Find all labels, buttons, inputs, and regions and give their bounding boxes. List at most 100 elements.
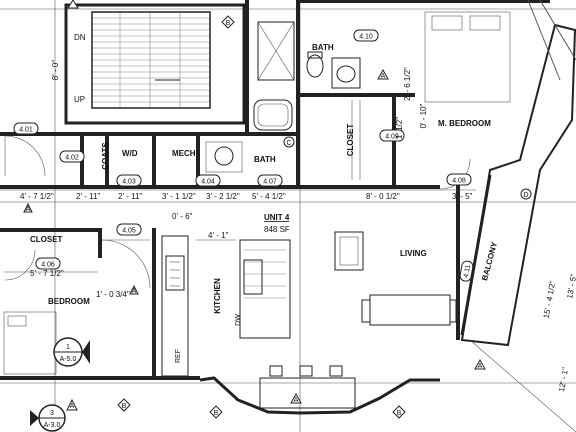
grid-b-marker: B [117,398,131,412]
svg-text:4.05: 4.05 [122,228,136,235]
svg-text:0' - 10": 0' - 10" [419,103,428,128]
unit-title: UNIT 4 848 SF [264,213,290,234]
grid-b-marker: B [392,405,406,419]
grid-a-marker: A [129,284,139,295]
svg-text:15' - 4 1/2": 15' - 4 1/2" [542,280,558,319]
tag-4-11: 4.11 [459,260,474,282]
svg-text:4.01: 4.01 [19,127,33,134]
svg-text:3' - 5": 3' - 5" [452,192,473,201]
svg-text:A: A [70,403,75,410]
grid-a-marker: A [474,358,486,370]
svg-text:4.06: 4.06 [41,262,55,269]
room-labels: BATH M. BEDROOM COATS W/D MECH BATH CLOS… [30,43,499,363]
svg-text:8' - 0 1/2": 8' - 0 1/2" [366,192,400,201]
grid-a-marker: A [66,398,78,411]
grid-d-marker [67,0,79,9]
stair-up-label: UP [74,95,85,104]
tag-4-07: 4.07 [257,174,283,187]
room-tags: 4.10 4.01 4.02 4.03 4.04 4.07 4.09 4.08 … [13,29,474,282]
balcony-label: BALCONY [480,240,499,281]
ref-label: REF [175,349,182,363]
mbedroom-label: M. BEDROOM [438,119,491,128]
svg-text:4.09: 4.09 [385,134,399,141]
bay-window [199,376,440,415]
svg-text:8' - 0": 8' - 0" [51,60,60,81]
svg-text:A-3.0: A-3.0 [44,422,61,429]
balcony [460,0,576,432]
tag-4-10: 4.10 [353,29,379,42]
svg-text:D: D [523,192,528,199]
svg-text:B: B [226,20,231,27]
svg-text:4.03: 4.03 [122,179,136,186]
unit-area-text: 848 SF [264,225,290,234]
grid-b-marker: B [209,405,223,419]
range-icon [165,255,185,291]
grid-d-marker: D [520,188,532,200]
svg-text:3: 3 [50,410,54,417]
grid-b-marker: B [221,15,235,29]
svg-text:4' - 1": 4' - 1" [208,231,229,240]
grid-markers: B A C D A A A B B A B A [23,0,532,419]
svg-text:A: A [26,206,31,213]
kitchen [161,235,291,377]
closet-right-label: CLOSET [346,124,355,157]
svg-text:4.11: 4.11 [463,264,472,278]
tag-4-08: 4.08 [446,173,472,186]
toilet-icon [306,54,324,78]
bed-icon [424,11,511,103]
svg-text:A: A [381,73,386,80]
svg-text:A: A [478,363,483,370]
bath-top-label: BATH [312,43,334,52]
grid-a-marker: A [23,202,33,213]
svg-text:C: C [286,140,291,147]
closet-right [351,100,361,180]
tag-4-05: 4.05 [116,223,142,236]
tub-icon [253,99,293,131]
svg-text:B: B [214,410,219,417]
grid-c-marker: C [283,136,295,148]
svg-text:B: B [122,403,127,410]
svg-text:A: A [294,397,299,404]
svg-text:1' 1/2": 1' 1/2" [395,117,404,139]
svg-text:4.02: 4.02 [65,155,79,162]
coats-label: COATS [101,142,110,170]
living-furniture [259,231,457,409]
unit-title-text: UNIT 4 [264,213,290,222]
tag-4-09: 4.09 [379,129,405,142]
bed-icon [3,311,57,375]
svg-text:A-5.0: A-5.0 [60,356,77,363]
svg-text:1: 1 [66,344,70,351]
svg-text:13' - 5": 13' - 5" [565,273,576,299]
tag-4-03: 4.03 [116,174,142,187]
svg-text:4.07: 4.07 [263,179,277,186]
closet-left-label: CLOSET [30,235,63,244]
mech-label: MECH [172,149,196,158]
svg-text:4.04: 4.04 [201,179,215,186]
svg-text:2' - 11": 2' - 11" [76,192,100,201]
tag-4-02: 4.02 [59,150,85,163]
svg-text:12' - 1": 12' - 1" [557,366,570,392]
living-label: LIVING [400,249,427,258]
svg-text:1' - 0 3/4": 1' - 0 3/4" [96,290,130,299]
svg-text:4' - 7 1/2": 4' - 7 1/2" [20,192,54,201]
grid-a-marker: A [377,68,389,80]
svg-text:4.08: 4.08 [452,178,466,185]
tag-4-06: 4.06 [35,257,61,270]
sink-icon [331,57,361,89]
svg-text:B: B [397,410,402,417]
section-marker-3: 3 A-3.0 [30,404,66,432]
grid-a-marker: A [290,392,302,404]
tag-4-04: 4.04 [195,174,221,187]
svg-text:A: A [132,288,137,295]
svg-text:4.10: 4.10 [359,34,373,41]
kitchen-label: KITCHEN [213,278,222,314]
bath-mid [205,99,293,173]
svg-text:5' - 4 1/2": 5' - 4 1/2" [252,192,286,201]
dw-label: DW [235,314,242,326]
svg-text:2' - 6 1/2": 2' - 6 1/2" [403,67,412,101]
svg-text:3' - 2 1/2": 3' - 2 1/2" [206,192,240,201]
svg-text:5' - 7 1/2": 5' - 7 1/2" [30,269,64,278]
bedroom-label: BEDROOM [48,297,90,306]
sink-icon [214,146,234,166]
